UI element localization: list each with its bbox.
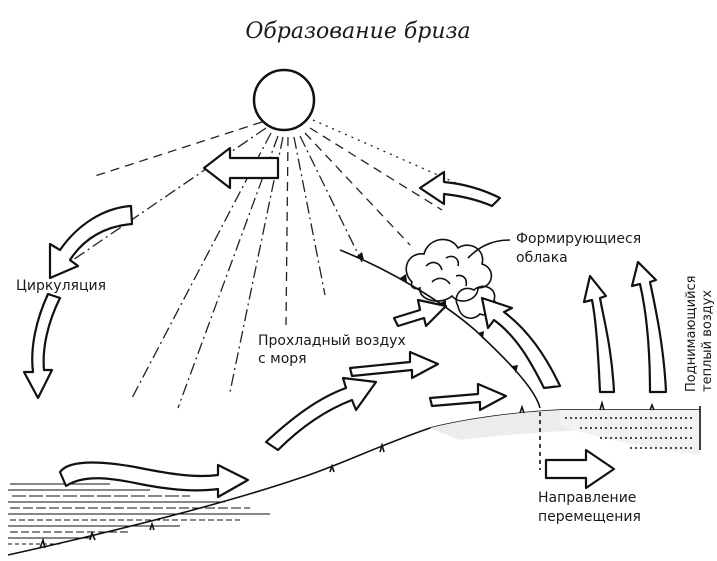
rising-warm-air-arrow-1 bbox=[584, 276, 614, 392]
rising-air-label-line1: Поднимающийся bbox=[684, 276, 699, 393]
cool-air-upper-arrow bbox=[394, 300, 446, 326]
direction-label-line1: Направление bbox=[538, 490, 636, 506]
front-rising-arrow bbox=[482, 298, 560, 388]
circulation-arrows bbox=[24, 148, 666, 497]
clouds-label-line2: облака bbox=[516, 250, 568, 266]
rising-air-label-line2: теплый воздух bbox=[700, 290, 715, 392]
upper-left-curved-arrow bbox=[50, 206, 132, 278]
sea-surface bbox=[8, 484, 270, 544]
diagram-title: Образование бриза bbox=[245, 19, 470, 44]
cool-air-label-line2: с моря bbox=[258, 351, 307, 367]
clouds-leader-line bbox=[468, 240, 510, 258]
clouds-label-line1: Формирующиеся bbox=[516, 231, 641, 247]
cool-air-middle-arrow bbox=[350, 352, 438, 378]
left-descending-arrow bbox=[24, 294, 60, 398]
direction-label-line2: перемещения bbox=[538, 509, 641, 525]
cool-air-lower-arrow bbox=[430, 384, 506, 410]
upper-return-arrow bbox=[204, 148, 278, 188]
upper-right-return-arrow bbox=[420, 172, 500, 206]
sea-surface-arrow bbox=[60, 463, 248, 498]
movement-direction-arrow bbox=[546, 450, 614, 488]
rising-warm-air-arrow-2 bbox=[632, 262, 666, 392]
circulation-label: Циркуляция bbox=[16, 278, 106, 294]
sun-icon bbox=[254, 70, 314, 130]
shore-lower-arrow bbox=[266, 378, 376, 450]
cool-air-label-line1: Прохладный воздух bbox=[258, 333, 406, 349]
